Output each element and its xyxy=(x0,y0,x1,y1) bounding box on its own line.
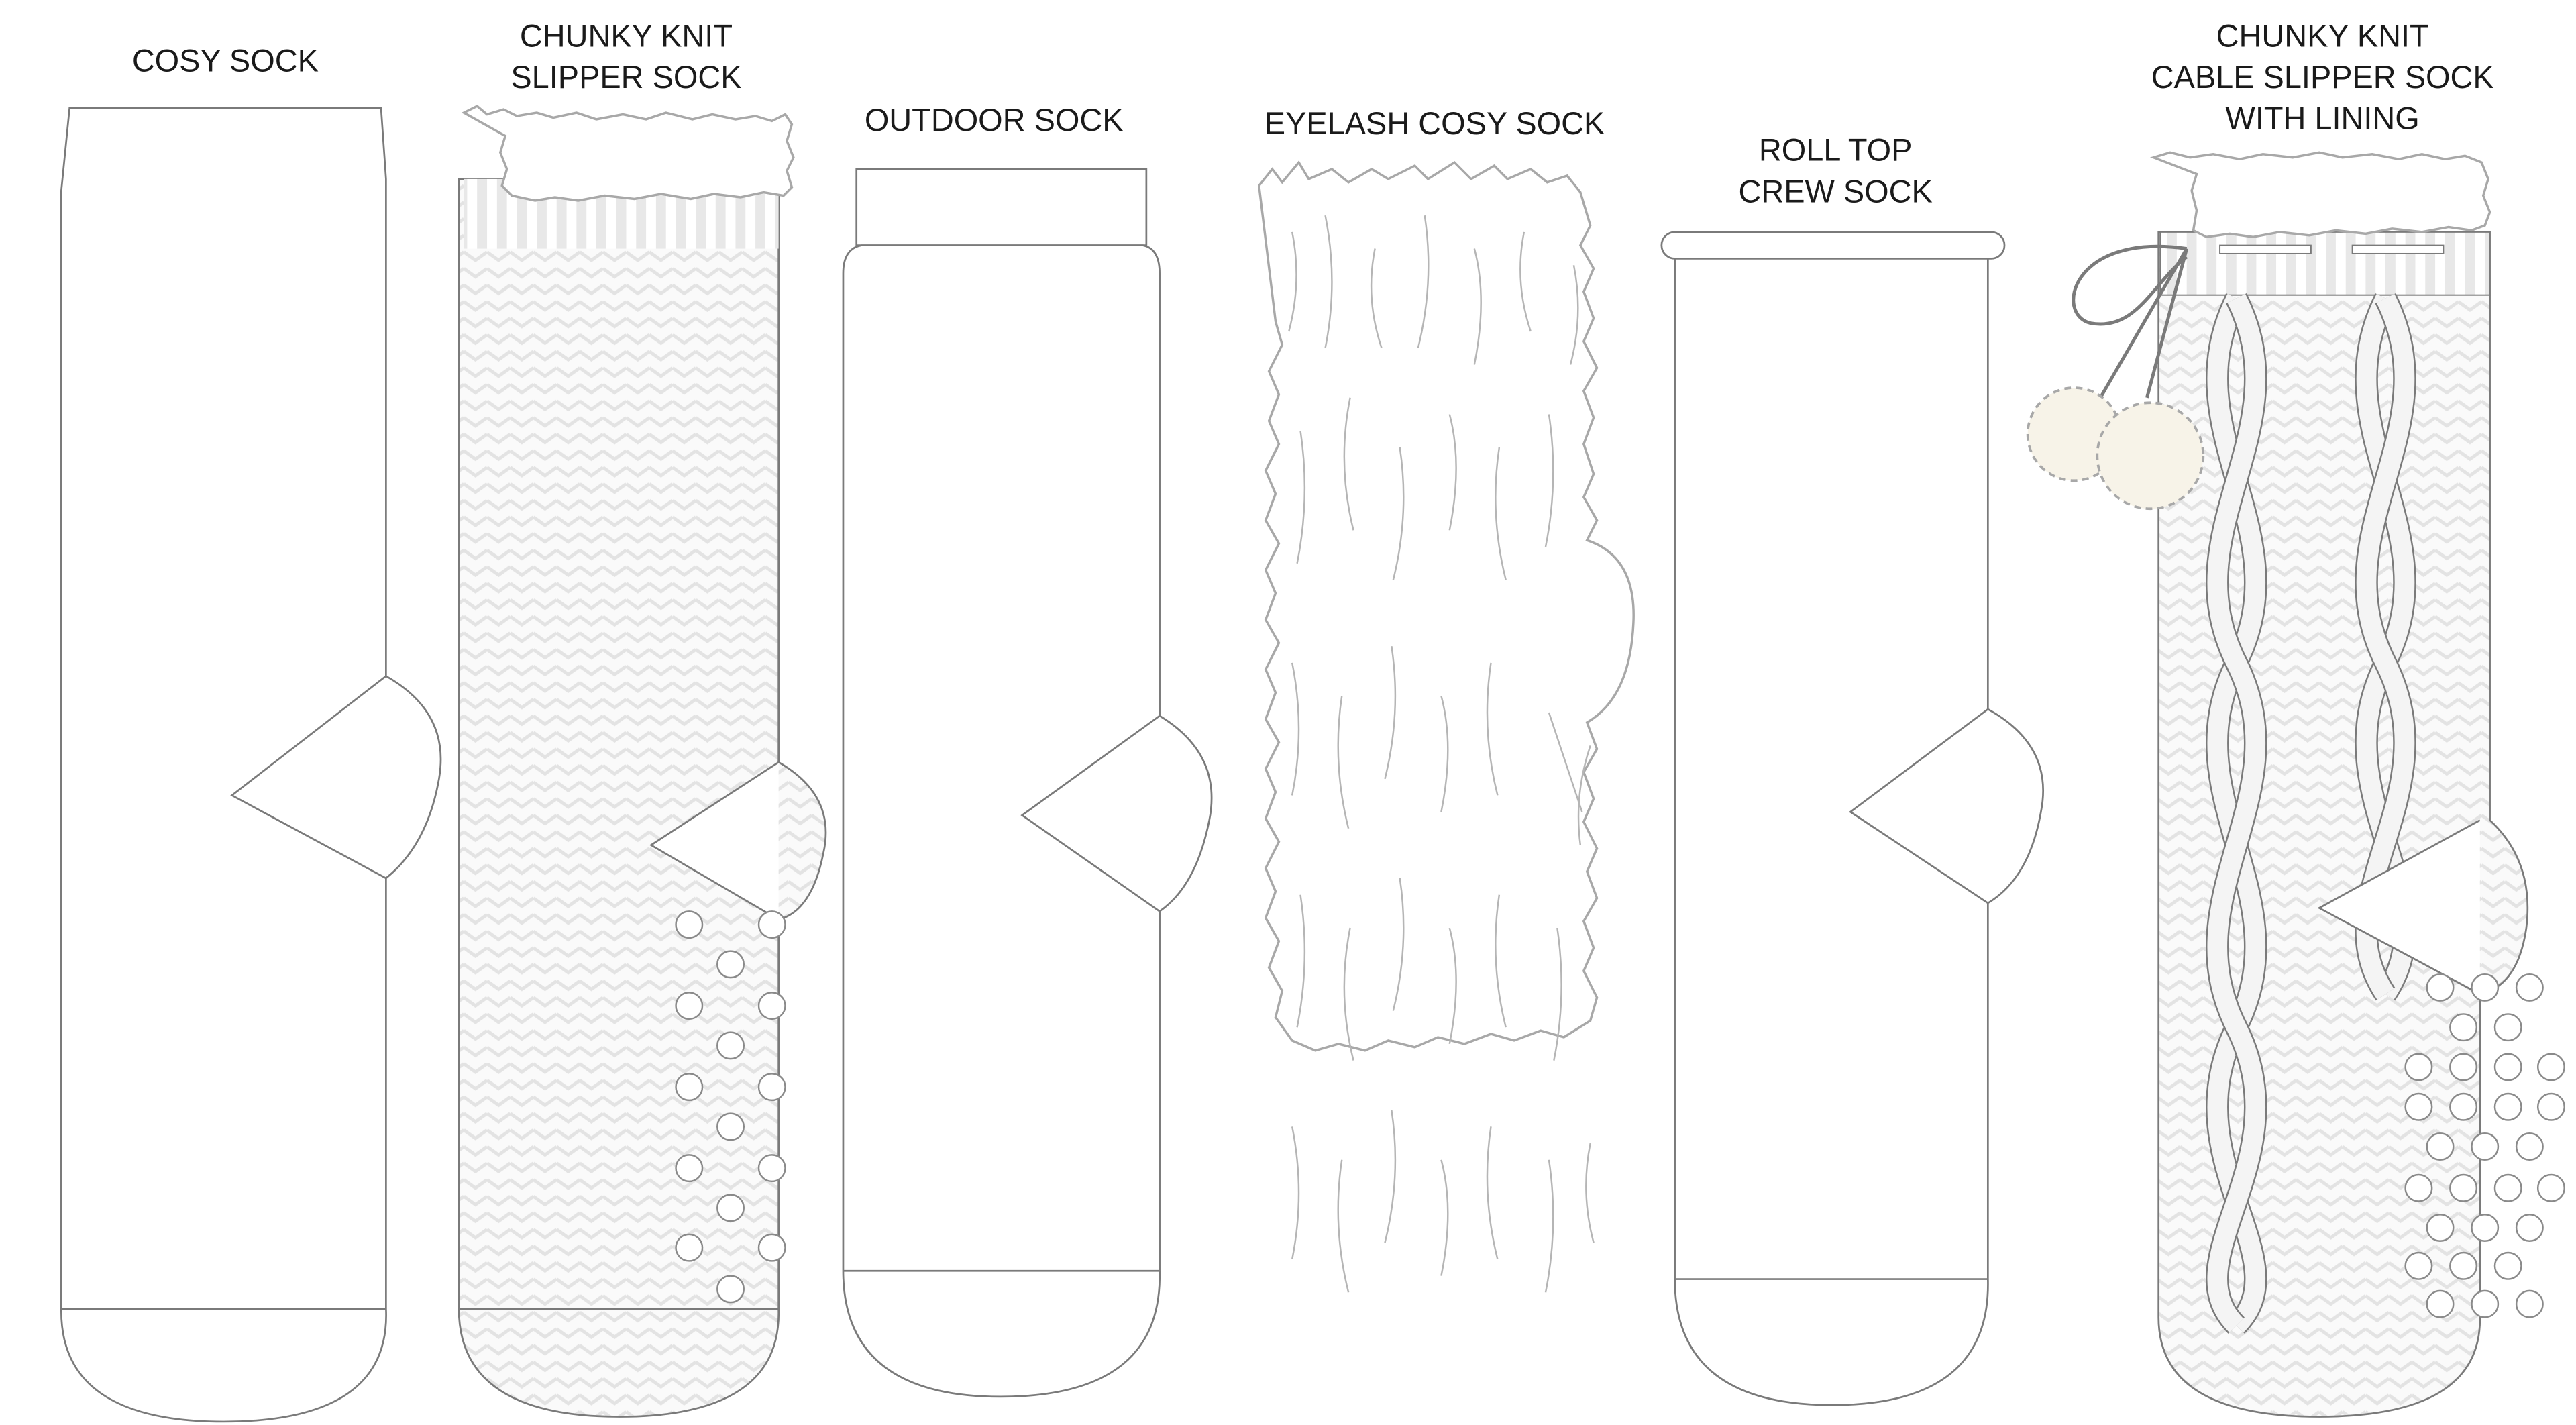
pompom-icon xyxy=(2096,401,2205,511)
label-outdoor-sock: OUTDOOR SOCK xyxy=(865,103,1124,138)
sock-roll-top-crew xyxy=(1660,231,2044,1406)
drawstring-with-pompoms xyxy=(2026,244,2205,511)
label-eyelash-cosy-sock: EYELASH COSY SOCK xyxy=(1265,106,1605,141)
label-cosy-sock: COSY SOCK xyxy=(132,43,319,78)
grip-dots xyxy=(2404,973,2565,1318)
sock-chunky-knit-slipper xyxy=(458,105,827,1418)
sock-cosy xyxy=(60,107,442,1423)
sock-outdoor xyxy=(842,168,1213,1398)
sock-chunky-knit-cable-slipper xyxy=(2026,151,2565,1418)
grip-dots xyxy=(675,910,786,1304)
sock-eyelash-cosy xyxy=(1257,160,1635,1293)
fur-strands xyxy=(1288,215,1595,1293)
